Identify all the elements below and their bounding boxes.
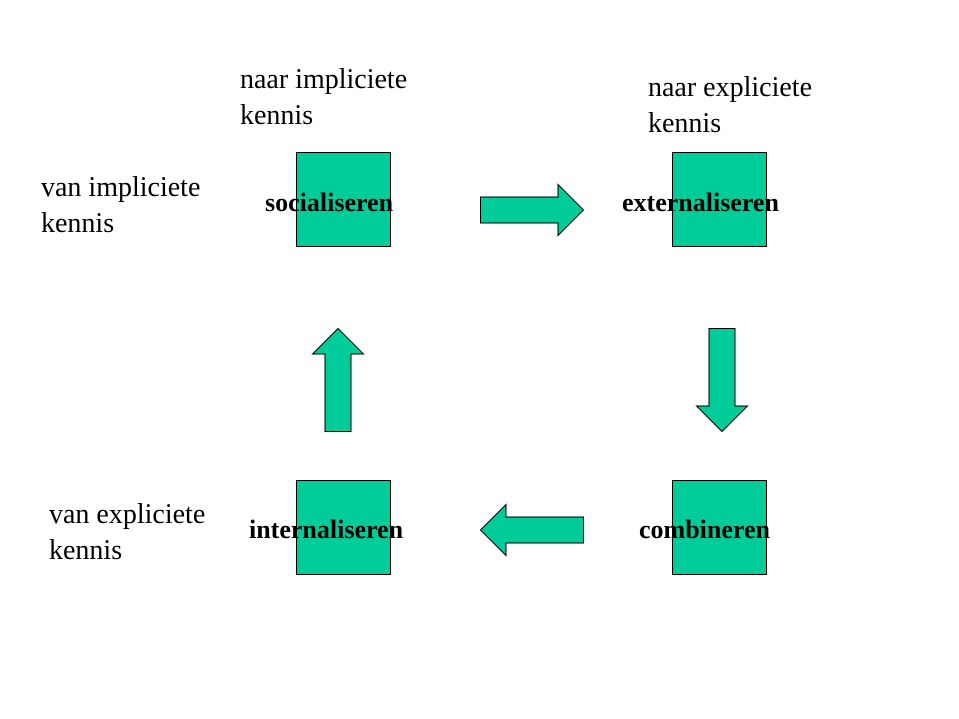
arrow-down-icon xyxy=(695,328,749,433)
header-from-explicit-line1: van expliciete xyxy=(49,499,206,530)
header-from-explicit-line2: kennis xyxy=(49,535,123,566)
header-to-implicit-line1: naar impliciete xyxy=(240,64,408,95)
header-to-explicit: naar expliciete kennis xyxy=(648,70,812,142)
header-to-explicit-line2: kennis xyxy=(648,108,722,139)
header-from-implicit-line2: kennis xyxy=(41,208,115,239)
header-to-implicit-line2: kennis xyxy=(240,100,314,131)
arrow-left-icon xyxy=(479,503,584,557)
process-combination: combineren xyxy=(639,515,770,544)
header-from-explicit: van expliciete kennis xyxy=(49,497,205,569)
header-to-explicit-line1: naar expliciete xyxy=(648,72,813,103)
combination-box xyxy=(672,480,767,575)
arrow-right-icon xyxy=(480,183,585,237)
process-internalization: internaliseren xyxy=(249,515,404,544)
internalization-box xyxy=(296,480,391,575)
arrow-up-icon xyxy=(311,327,365,432)
header-from-implicit-line1: van impliciete xyxy=(41,172,201,203)
socialization-box xyxy=(296,152,391,247)
externalization-box xyxy=(672,152,767,247)
process-socialization: socialiseren xyxy=(265,188,394,217)
process-externalization: externaliseren xyxy=(622,188,779,217)
header-to-implicit: naar impliciete kennis xyxy=(240,62,407,134)
header-from-implicit: van impliciete kennis xyxy=(41,170,200,242)
